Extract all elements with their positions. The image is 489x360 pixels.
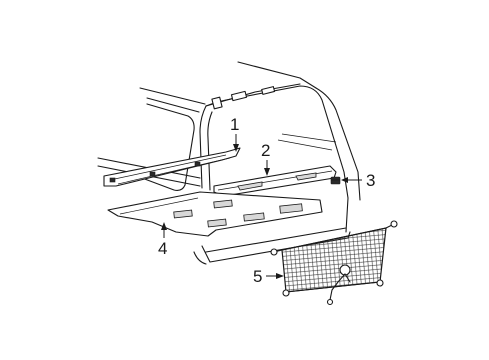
callout-3: 3 [341, 171, 375, 190]
callout-2-label: 2 [261, 141, 270, 160]
callout-5-label: 5 [253, 267, 262, 286]
callout-1-label: 1 [230, 115, 239, 134]
rear-scuff-plate [213, 165, 337, 197]
callout-1: 1 [230, 115, 239, 152]
fastener-clip [330, 176, 341, 185]
callout-5: 5 [253, 267, 284, 286]
cargo-net [270, 220, 398, 306]
side-trim-panel [103, 147, 241, 187]
callout-2: 2 [261, 141, 270, 176]
cargo-floor-mat [107, 191, 323, 237]
callout-3-label: 3 [366, 171, 375, 190]
vehicle-body [97, 61, 361, 265]
callout-4: 4 [158, 222, 167, 258]
callout-4-label: 4 [158, 239, 167, 258]
